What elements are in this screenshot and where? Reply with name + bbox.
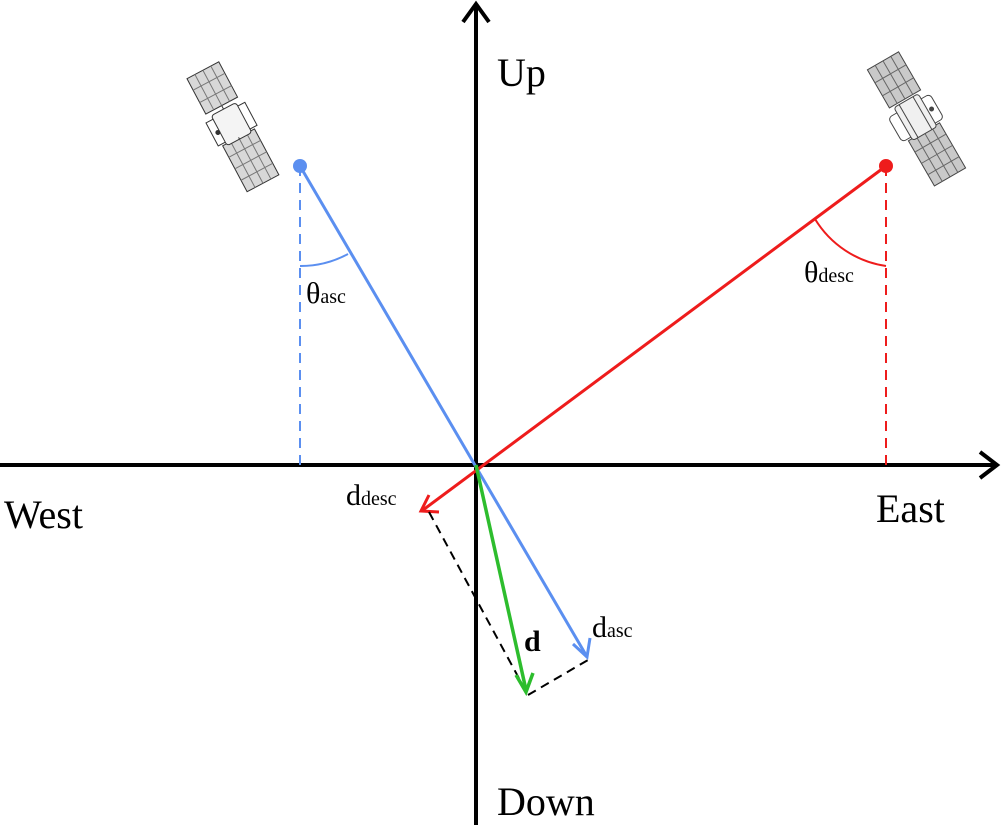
theta-desc-subscript: desc (818, 265, 854, 287)
d-asc-subscript: asc (607, 620, 633, 642)
ascending-satellite-point (293, 159, 307, 173)
theta-desc-symbol: θ (804, 256, 818, 289)
d-asc-label: dasc (592, 611, 633, 644)
d-desc-arrowhead (418, 494, 440, 514)
descending-los-line (422, 164, 887, 512)
ascending-angle-arc (299, 253, 349, 268)
east-arrowhead (978, 450, 1001, 480)
ascending-los-line (298, 165, 588, 656)
theta-asc-symbol: θ (306, 277, 320, 310)
d-label: d (524, 625, 541, 658)
d-desc-subscript: desc (361, 488, 397, 510)
theta-asc-subscript: asc (320, 286, 346, 308)
axis-label-east: East (876, 486, 945, 531)
axis-label-west: West (4, 492, 83, 537)
construction-line-desc (428, 511, 529, 696)
axis-label-down: Down (497, 779, 595, 824)
up-arrowhead (461, 0, 491, 24)
d-desc-label: ddesc (346, 479, 397, 512)
d-asc-main: d (592, 611, 607, 644)
construction-line-asc (527, 659, 589, 696)
theta-desc-label: θdesc (804, 256, 854, 289)
satellite-icon (866, 51, 967, 187)
d-asc-arrowhead (571, 637, 592, 661)
d-arrowhead (514, 672, 535, 697)
displacement-vector-d (474, 464, 528, 691)
satellite-icon (186, 61, 280, 193)
theta-asc-label: θasc (306, 277, 346, 310)
descending-angle-arc (814, 218, 887, 267)
descending-satellite-point (879, 159, 893, 173)
axis-label-up: Up (497, 50, 546, 95)
d-desc-main: d (346, 479, 361, 512)
